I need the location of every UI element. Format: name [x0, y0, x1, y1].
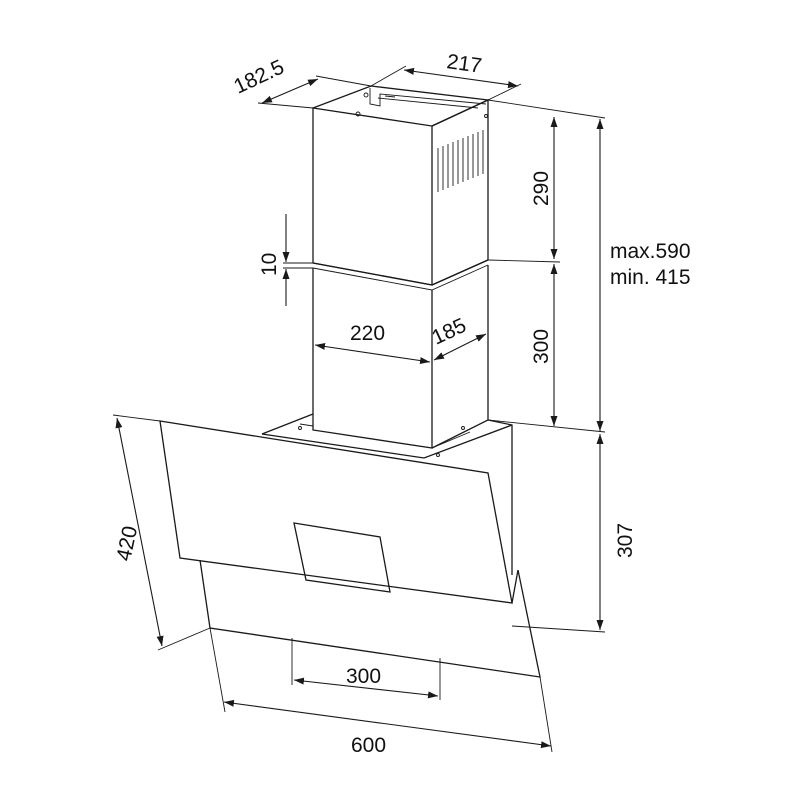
extension-lines-right: [487, 99, 606, 633]
dim-total-height: max.590 min. 415: [596, 119, 691, 431]
dim-lower-chimney-width: 220: [314, 322, 431, 365]
dim-overlap: 10: [258, 214, 313, 306]
label-600: 600: [351, 734, 386, 757]
dim-lower-chimney-depth: 185: [428, 314, 487, 361]
label-min-415: min. 415: [610, 266, 691, 289]
upper-glass-panel: [159, 420, 513, 604]
label-185: 185: [428, 314, 469, 350]
label-10: 10: [258, 253, 281, 276]
dim-hood-width: 600: [209, 627, 553, 757]
label-300-horizontal: 300: [346, 665, 381, 688]
label-307: 307: [614, 523, 637, 558]
label-220: 220: [350, 322, 385, 345]
label-290: 290: [530, 171, 553, 206]
hood-body: [261, 413, 513, 575]
lower-glass-panel: [199, 559, 541, 678]
dim-control-panel-width: 300: [291, 638, 441, 700]
vent-slots: [437, 130, 484, 192]
label-300-vertical: 300: [530, 329, 553, 364]
label-420: 420: [112, 524, 142, 563]
label-217: 217: [445, 50, 483, 78]
dim-hood-height: 307: [596, 434, 637, 630]
label-max-590: max.590: [610, 240, 691, 263]
dim-glass-panel-height: 420: [112, 414, 211, 651]
dim-chimney-top-depth: 182.5: [230, 55, 372, 109]
lower-chimney: [312, 259, 489, 449]
dim-lower-chimney-height: 300: [530, 264, 558, 426]
dim-chimney-top-width: 217: [370, 50, 522, 101]
label-182-5: 182.5: [230, 55, 287, 98]
control-panel: [293, 522, 391, 593]
upper-chimney: [312, 85, 491, 286]
dim-upper-chimney-height: 290: [530, 117, 558, 259]
